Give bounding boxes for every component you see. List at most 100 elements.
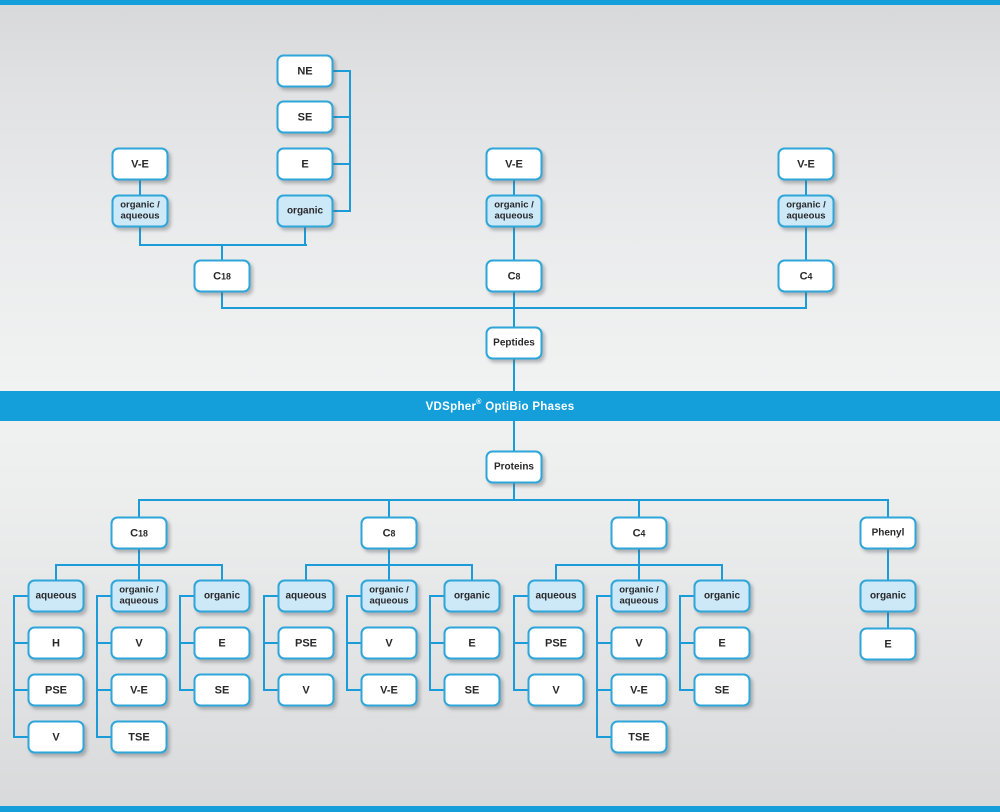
banner: VDSpher® OptiBio Phases [0,391,1000,421]
connector-line [55,564,223,566]
node-label: Proteins [493,461,534,473]
node-label: V [135,637,143,649]
node-prot-c18: C18 [110,516,168,550]
node-label: V [552,684,560,696]
node-prot-c18-orgaq-tse: TSE [110,720,168,754]
node-label: E [301,158,309,170]
connector-line [96,595,98,738]
node-pep-c4-orgaq: organic / aqueous [777,194,835,228]
node-label: organic / aqueous [119,584,159,606]
node-label: organic / aqueous [619,584,659,606]
node-label: organic / aqueous [120,199,160,221]
node-prot-c18-organic: organic [193,579,251,613]
node-label: aqueous [535,590,577,602]
node-prot-c18-aqueous: aqueous [27,579,85,613]
node-label: E [218,637,226,649]
node-prot-c18-aqueous-h: H [27,626,85,660]
node-pep-c18-ne: NE [276,54,334,88]
connector-line [887,499,889,645]
node-prot-c4-organic: organic [693,579,751,613]
node-pep-c8: C8 [485,259,543,293]
node-label: aqueous [35,590,77,602]
node-label: H [52,637,60,649]
node-label: V-E [380,684,398,696]
node-label: V-E [131,158,149,170]
node-prot-c8-orgaq-v: V [360,626,418,660]
node-prot-c8-organic: organic [443,579,501,613]
connector-line [13,595,15,738]
node-prot-c8-orgaq-ve: V-E [360,673,418,707]
node-prot-c18-orgaq-v: V [110,626,168,660]
connector-line [139,244,307,246]
node-label: SE [714,684,730,696]
node-label: E [468,637,476,649]
node-label: V [52,731,60,743]
node-prot-c4: C4 [610,516,668,550]
node-label: organic [203,590,241,602]
node-prot-c18-orgaq: organic / aqueous [110,579,168,613]
node-pep-c18-organic: organic [276,194,334,228]
node-label: organic / aqueous [786,199,826,221]
node-pep-c8-orgaq: organic / aqueous [485,194,543,228]
node-label: SE [464,684,480,696]
node-label: NE [297,65,313,77]
top-accent-bar [0,0,1000,5]
connector-line [349,70,351,212]
connector-line [304,211,306,246]
connector-line [221,307,807,309]
node-label: C4 [632,527,646,539]
node-prot-c4-aqueous-v: V [527,673,585,707]
node-label: TSE [628,731,650,743]
node-prot-phenyl-organic: organic [859,579,917,613]
node-label: V-E [797,158,815,170]
node-label: V [385,637,393,649]
node-proteins: Proteins [485,450,543,484]
node-label: SE [297,111,313,123]
bottom-accent-bar [0,806,1000,812]
connector-line [805,164,807,309]
node-prot-c4-orgaq: organic / aqueous [610,579,668,613]
node-label: Peptides [493,337,535,349]
node-prot-c18-aqueous-v: V [27,720,85,754]
node-prot-c4-organic-se: SE [693,673,751,707]
node-pep-c4-ve: V-E [777,147,835,181]
node-prot-phenyl-e: E [859,627,917,661]
node-prot-c4-aqueous: aqueous [527,579,585,613]
node-label: E [718,637,726,649]
node-prot-phenyl: Phenyl [859,516,917,550]
node-prot-c18-organic-se: SE [193,673,251,707]
node-label: V [635,637,643,649]
node-label: organic [286,205,324,217]
node-label: V-E [130,684,148,696]
node-prot-c18-orgaq-ve: V-E [110,673,168,707]
node-label: C8 [382,527,396,539]
node-prot-c4-organic-e: E [693,626,751,660]
node-pep-c18-e: E [276,147,334,181]
node-label: PSE [44,684,67,696]
node-label: organic [703,590,741,602]
node-label: V [302,684,310,696]
node-pep-c18-orgaq: organic / aqueous [111,194,169,228]
node-label: C18 [213,270,231,282]
node-label: PSE [544,637,567,649]
node-label: Phenyl [871,527,905,539]
node-pep-c18: C18 [193,259,251,293]
node-label: C8 [507,270,521,282]
connector-line [138,499,889,501]
node-label: V-E [505,158,523,170]
banner-title: VDSpher® OptiBio Phases [425,398,575,413]
node-label: organic [869,590,907,602]
node-prot-c8-orgaq: organic / aqueous [360,579,418,613]
node-label: aqueous [285,590,327,602]
node-prot-c8: C8 [360,516,418,550]
node-label: PSE [294,637,317,649]
node-label: E [884,638,892,650]
node-peptides: Peptides [485,326,543,360]
node-label: SE [214,684,230,696]
node-prot-c18-aqueous-pse: PSE [27,673,85,707]
node-prot-c8-organic-e: E [443,626,501,660]
node-label: organic / aqueous [369,584,409,606]
connector-line [555,564,723,566]
connector-line [596,595,598,738]
